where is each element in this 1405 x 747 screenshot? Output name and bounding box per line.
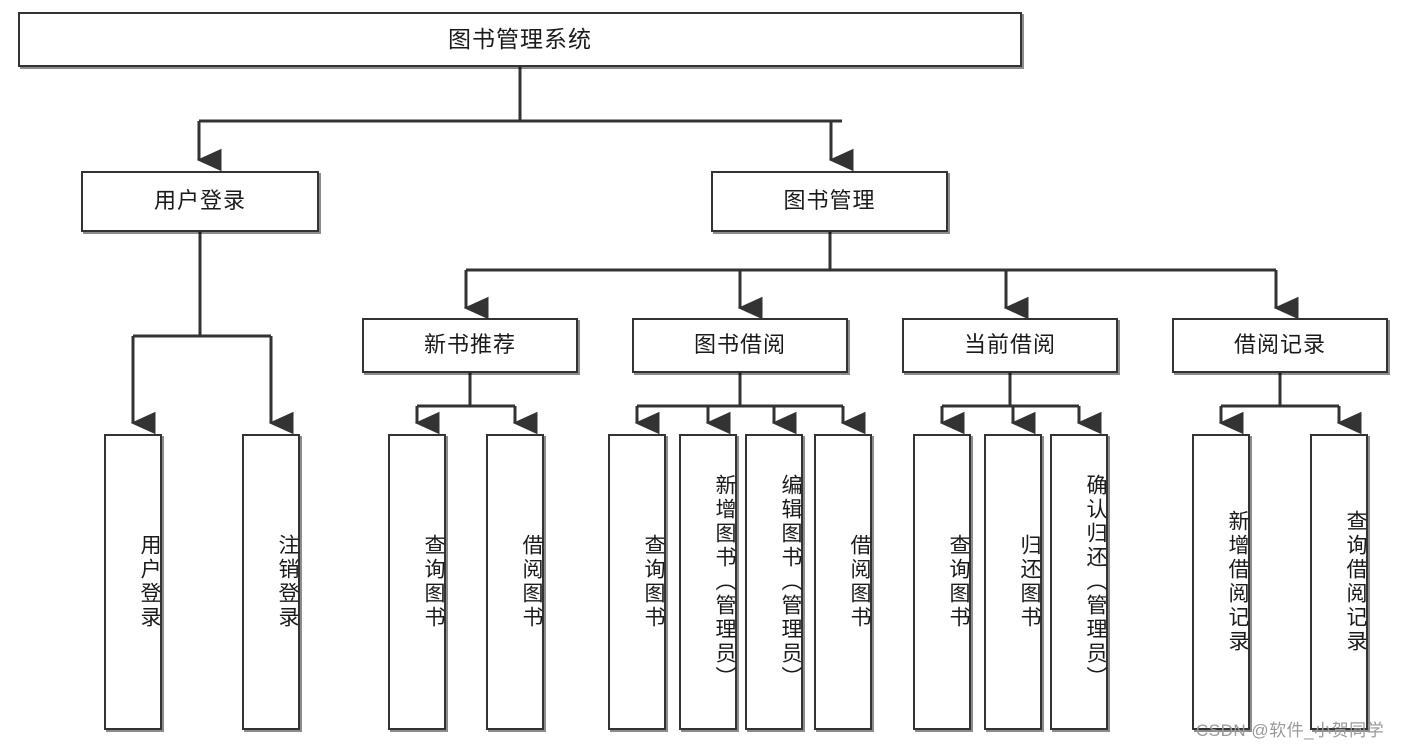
leaf-borrow-book-1[interactable]: 借阅图书 <box>486 434 544 730</box>
leaf-borrow-book-2-label: 借阅图书 <box>848 534 871 630</box>
leaf-query-borrow-record[interactable]: 查询借阅记录 <box>1310 434 1368 730</box>
node-book-borrow[interactable]: 图书借阅 <box>632 318 848 373</box>
node-root[interactable]: 图书管理系统 <box>18 12 1022 67</box>
leaf-confirm-return-admin-label: 确认归还（管理员） <box>1084 474 1107 690</box>
leaf-query-borrow-record-label: 查询借阅记录 <box>1344 510 1367 654</box>
node-new-book-recommend[interactable]: 新书推荐 <box>362 318 578 373</box>
node-current-borrow-label: 当前借阅 <box>963 332 1056 358</box>
watermark: CSDN @软件_小贺同学 <box>1196 721 1385 740</box>
leaf-user-login-label: 用户登录 <box>138 534 161 630</box>
leaf-logout-label: 注销登录 <box>276 534 299 630</box>
leaf-query-book-2[interactable]: 查询图书 <box>608 434 666 730</box>
leaf-confirm-return-admin[interactable]: 确认归还（管理员） <box>1050 434 1108 730</box>
leaf-add-book-admin-label: 新增图书（管理员） <box>713 474 736 690</box>
leaf-borrow-book-1-label: 借阅图书 <box>520 534 543 630</box>
leaf-query-book-1[interactable]: 查询图书 <box>388 434 446 730</box>
node-current-borrow[interactable]: 当前借阅 <box>902 318 1118 373</box>
node-new-book-recommend-label: 新书推荐 <box>423 332 516 358</box>
leaf-logout[interactable]: 注销登录 <box>242 434 300 730</box>
node-borrow-record-label: 借阅记录 <box>1233 332 1326 358</box>
leaf-query-book-3-label: 查询图书 <box>947 534 970 630</box>
leaf-return-book[interactable]: 归还图书 <box>984 434 1042 730</box>
leaf-borrow-book-2[interactable]: 借阅图书 <box>814 434 872 730</box>
leaf-edit-book-admin[interactable]: 编辑图书（管理员） <box>745 434 803 730</box>
leaf-edit-book-admin-label: 编辑图书（管理员） <box>779 474 802 690</box>
node-book-borrow-label: 图书借阅 <box>693 332 786 358</box>
leaf-add-book-admin[interactable]: 新增图书（管理员） <box>679 434 737 730</box>
node-book-management-label: 图书管理 <box>783 188 876 214</box>
node-borrow-record[interactable]: 借阅记录 <box>1172 318 1388 373</box>
node-book-management[interactable]: 图书管理 <box>711 171 948 232</box>
node-user-login-label: 用户登录 <box>153 188 246 214</box>
leaf-query-book-3[interactable]: 查询图书 <box>913 434 971 730</box>
leaf-query-book-1-label: 查询图书 <box>422 534 445 630</box>
node-user-login[interactable]: 用户登录 <box>81 171 319 232</box>
leaf-add-borrow-record-label: 新增借阅记录 <box>1226 510 1249 654</box>
leaf-query-book-2-label: 查询图书 <box>642 534 665 630</box>
leaf-return-book-label: 归还图书 <box>1018 534 1041 630</box>
leaf-add-borrow-record[interactable]: 新增借阅记录 <box>1192 434 1250 730</box>
node-root-label: 图书管理系统 <box>448 25 592 52</box>
leaf-user-login[interactable]: 用户登录 <box>104 434 162 730</box>
